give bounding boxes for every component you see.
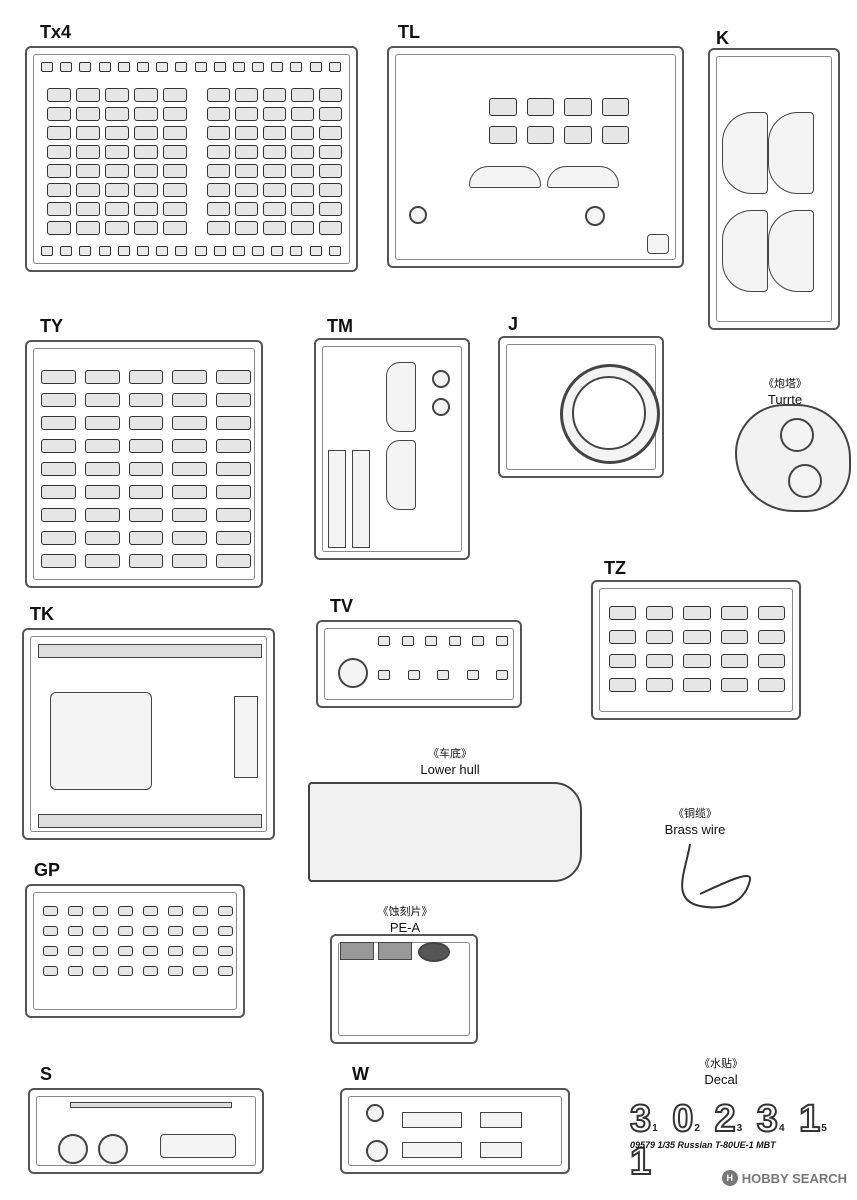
sprue-tk [22,628,275,840]
tm-ladder-2 [352,450,370,548]
turret-hatch-1 [780,418,814,452]
tk-engine-deck [50,692,152,790]
sprue-letter-tm: TM [327,316,353,336]
watermark-text: HOBBY SEARCH [741,1170,847,1186]
product-caption: 09579 1/35 Russian T-80UE-1 MBT [630,1140,776,1150]
sprue-tz [591,580,801,720]
s-rod [70,1102,232,1108]
s-wheel-2 [98,1134,128,1164]
watermark: H HOBBY SEARCH [721,1170,847,1186]
sprue-tv [316,620,522,708]
w-part-1 [402,1112,462,1128]
decal-digit: 0 [671,1097,695,1141]
lower-hull-label: 《车底》 Lower hull [420,748,480,777]
tm-circle-2 [432,398,450,416]
sprue-letter-ty: TY [40,316,64,336]
hobby-search-logo-icon: H [721,1170,738,1186]
decal-label: 《水贴》 Decal [699,1058,743,1087]
tk-rail-bottom [38,814,262,828]
pe-mesh-1 [340,942,374,960]
track-links-right [207,88,342,235]
w-disc-1 [366,1104,384,1122]
tm-plate-1 [386,362,416,432]
brass-wire-icon [681,843,752,909]
s-panel [160,1134,236,1158]
sprue-gp [25,884,245,1018]
sprue-letter-tv: TV [330,596,354,616]
k-curved-plate-1 [722,112,768,194]
tk-grille [234,696,258,778]
tl-small-parts [489,98,629,144]
mudguard-right [547,166,619,188]
tk-rail-top [38,644,262,658]
ty-parts [41,370,251,568]
tm-circle-1 [432,370,450,388]
sprue-letter-w: W [352,1064,369,1084]
sprue-tl [387,46,684,268]
decal-digit: 1 [629,1140,653,1184]
sprue-w [340,1088,570,1174]
j-turret-ring-inner [572,376,646,450]
sprue-letter-k: K [716,28,729,48]
sprue-j [498,336,664,478]
track-links-left [47,88,187,235]
k-curved-plate-2 [768,112,814,194]
track-pins-top [41,62,341,72]
pe-oval [418,942,450,962]
turret-hatch-2 [788,464,822,498]
pe-fret [330,934,478,1044]
tv-parts-row-2 [378,670,508,680]
pe-a-label: 《蚀刻片》 PE-A [377,906,433,935]
pe-mesh-2 [378,942,412,960]
tl-hatch [585,206,605,226]
tm-plate-2 [386,440,416,510]
decal-digit: 3 [629,1097,653,1141]
w-part-4 [480,1142,522,1158]
s-wheel-1 [58,1134,88,1164]
decal-digit: 2 [714,1097,737,1141]
tm-ladder-1 [328,450,346,548]
track-pins-bottom [41,246,341,256]
sprue-s [28,1088,264,1174]
tv-wheel [338,658,368,688]
sprue-letter-gp: GP [34,860,61,880]
w-part-2 [402,1142,462,1158]
w-part-3 [480,1112,522,1128]
turret-label: 《炮塔》 Turrte [763,378,807,407]
decal-numbers: 31 02 23 34 15 1 [629,1097,828,1184]
sprue-letter-tz: TZ [604,558,626,578]
sprue-ty [25,340,263,588]
sprue-tm [314,338,470,560]
k-curved-plate-3 [722,210,768,292]
k-curved-plate-4 [768,210,814,292]
decal-digit: 3 [756,1097,779,1141]
mudguard-left [469,166,541,188]
w-disc-2 [366,1140,388,1162]
decal-digit: 1 [798,1097,822,1141]
sprue-tx4 [25,46,358,272]
tl-wheel [409,206,427,224]
tz-parts [609,606,785,692]
tv-parts-row-1 [378,636,508,646]
sprue-k [708,48,840,330]
sprue-letter-s: S [40,1064,53,1084]
brass-wire-label: 《铜缆》 Brass wire [664,808,726,837]
lower-hull-body [308,782,582,882]
gp-parts [43,906,233,976]
tl-fitting [647,234,669,254]
sprue-letter-tx4: Tx4 [40,22,72,42]
sprue-letter-j: J [508,314,519,334]
sprue-letter-tk: TK [30,604,54,624]
sprue-letter-tl: TL [398,22,420,42]
